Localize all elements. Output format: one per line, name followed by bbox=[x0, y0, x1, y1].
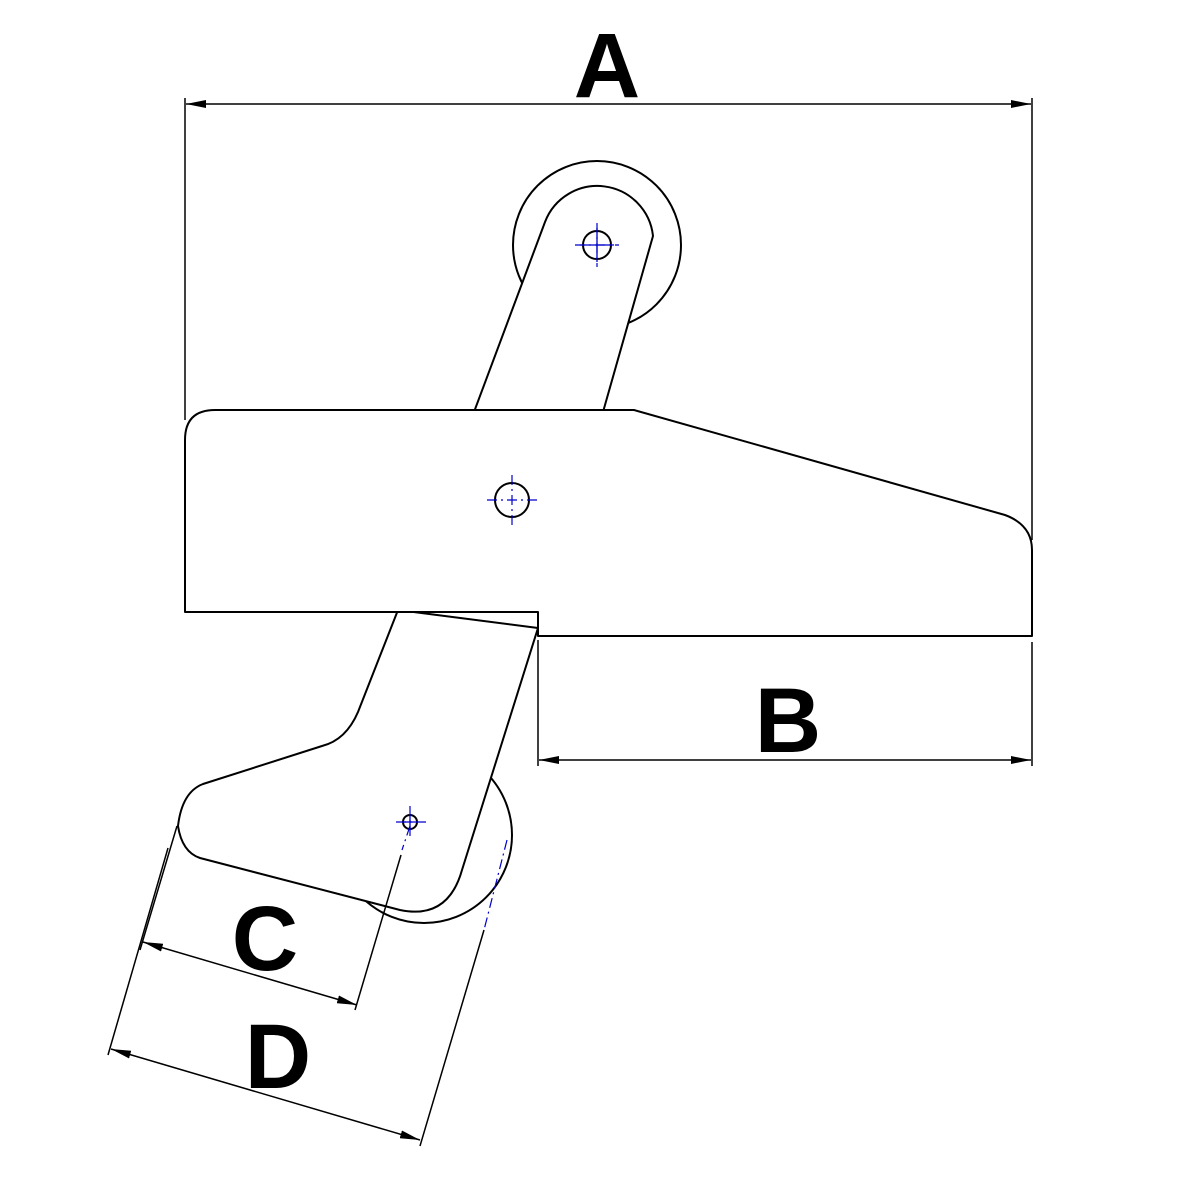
main-body bbox=[184, 409, 1033, 637]
dimension-label-a: A bbox=[574, 15, 640, 117]
dimension-label-d: D bbox=[245, 1006, 311, 1108]
lower-roller bbox=[177, 609, 539, 924]
dimension-b: B bbox=[537, 640, 1033, 772]
dimension-label-c: C bbox=[232, 888, 298, 990]
body-pivot bbox=[487, 475, 537, 525]
dimension-a: A bbox=[184, 15, 1033, 540]
upper-roller bbox=[473, 160, 682, 413]
dimension-c: C bbox=[139, 825, 411, 1011]
dimension-label-b: B bbox=[755, 670, 821, 772]
dimension-d: D bbox=[107, 839, 508, 1147]
